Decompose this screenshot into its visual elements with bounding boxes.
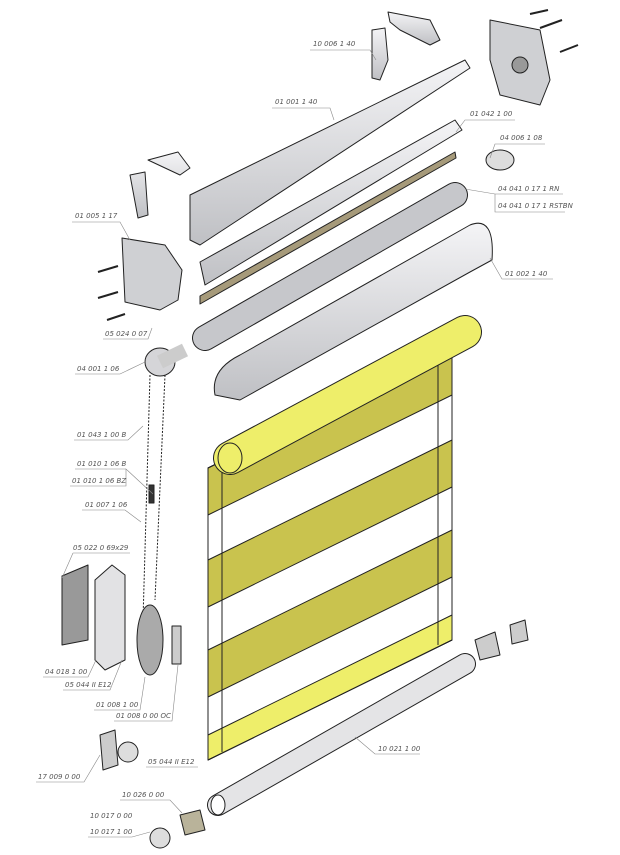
part-label: 04 018 1 00: [45, 668, 88, 676]
end-cap-left-01-005: [121, 237, 183, 311]
part-label: 17 009 0 00: [38, 773, 81, 781]
end-plug-right: [474, 619, 529, 661]
part-label: 01 008 1 00: [96, 701, 139, 709]
part-label: 01 042 1 00: [470, 110, 513, 118]
part-label: 05 022 0 69x29: [73, 544, 129, 552]
part-label: 01 010 1 06 BZ: [72, 477, 127, 485]
part-label: 04 041 0 17 1 RN: [498, 185, 560, 193]
pin-01-008-oc: [171, 625, 182, 665]
part-label: 01 043 1 00 B: [77, 431, 127, 439]
part-label: 10 006 1 40: [313, 40, 356, 48]
bottom-bar-10-021: [208, 654, 475, 815]
part-label: 05 044 II E12: [148, 758, 195, 766]
part-label: 10 017 1 00: [90, 828, 133, 836]
part-label: 10 017 0 00: [90, 812, 133, 820]
part-label: 04 001 1 06: [77, 365, 120, 373]
part-label: 01 007 1 06: [85, 501, 128, 509]
chain: [142, 374, 151, 621]
fabric-roll: [214, 316, 481, 474]
part-label: 05 024 0 07: [105, 330, 148, 338]
bracket-clip-top: [387, 11, 441, 46]
screws: [97, 9, 579, 321]
end-cap-10-017: [149, 827, 171, 849]
part-label: 01 001 1 40: [275, 98, 318, 106]
bracket-clip-left: [129, 151, 191, 219]
bracket-17-009: [99, 729, 119, 771]
part-label: 01 010 1 06 B: [77, 460, 127, 468]
idler-04-006: [485, 149, 515, 171]
profile-01-042: [199, 119, 463, 286]
end-cap-10-026: [179, 809, 206, 836]
part-label: 01 002 1 40: [505, 270, 548, 278]
part-label: 05 044 II E12: [65, 681, 112, 689]
part-label: 04 006 1 08: [500, 134, 543, 142]
leader-lines: [36, 49, 565, 838]
chain-guide-04-018: [94, 564, 126, 671]
part-label: 01 005 1 17: [75, 212, 118, 220]
label-plate-05-022: [61, 564, 89, 646]
felt-strip: [199, 151, 457, 305]
part-label: 10 026 0 00: [122, 791, 165, 799]
bracket-clip-10-006: [371, 27, 389, 81]
part-label: 04 041 0 17 1 RSTBN: [498, 202, 573, 210]
cassette-cover-01-002: [213, 222, 493, 401]
chain-weight-01-008: [136, 604, 164, 676]
part-label: 10 021 1 00: [378, 745, 421, 753]
part-label: 01 008 0 00 OC: [116, 712, 171, 720]
headrail-01-001: [189, 59, 471, 246]
